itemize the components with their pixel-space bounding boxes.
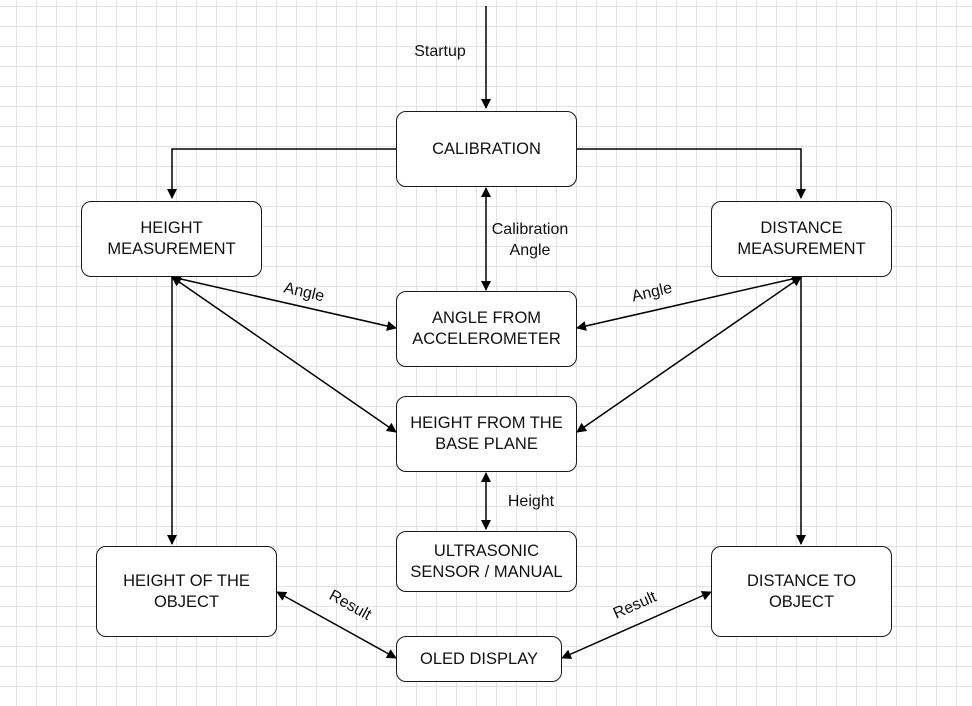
height-measurement-box: HEIGHT MEASUREMENT	[81, 201, 262, 277]
distance-measurement-box: DISTANCE MEASUREMENT	[711, 201, 892, 277]
edge-height-measurement-to-base-plane	[171, 276, 397, 433]
edge-calibration-to-distance-measurement	[577, 148, 806, 199]
startup-label: Startup	[414, 43, 466, 60]
calibration-angle-label: Calibration Angle	[491, 221, 569, 259]
edge-distance-measurement-to-angle	[576, 274, 802, 331]
distance-to-object-box: DISTANCE TO OBJECT	[711, 546, 892, 637]
ultrasonic-sensor-box: ULTRASONIC SENSOR / MANUAL	[396, 531, 577, 592]
oled-display-box: OLED DISPLAY	[396, 636, 562, 682]
calibration-box: CALIBRATION	[396, 111, 577, 187]
height-label: Height	[507, 493, 555, 510]
height-from-base-plane-box: HEIGHT FROM THE BASE PLANE	[396, 396, 577, 472]
height-of-object-box: HEIGHT OF THE OBJECT	[96, 546, 277, 637]
edge-distance-measurement-to-base-plane	[576, 276, 802, 433]
angle-from-accelerometer-box: ANGLE FROM ACCELEROMETER	[396, 291, 577, 367]
edge-calibration-to-height-measurement	[167, 148, 396, 199]
edge-distance-to-object-to-oled	[561, 591, 712, 659]
edge-height-of-object-to-oled	[276, 591, 397, 659]
